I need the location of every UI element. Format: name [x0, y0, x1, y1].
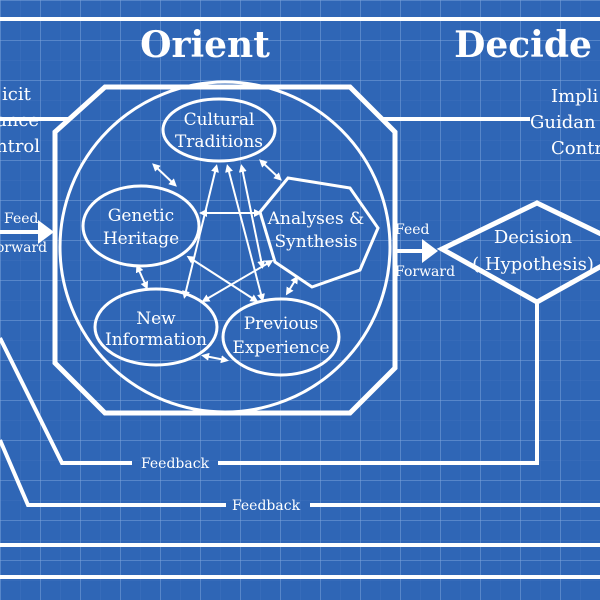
feed-forward-left-arrowhead [38, 220, 54, 244]
new-info-label-1: New [136, 309, 176, 329]
orient-octagon [52, 84, 398, 416]
arrow-newinfo-previous [201, 352, 229, 364]
right-input-line2: Guidan [530, 112, 596, 133]
arrow-analyses-previous [285, 275, 299, 296]
analyses-label-1: Analyses & [267, 209, 364, 229]
genetic-label-2: Heritage [103, 229, 179, 249]
decide-heading: Decide [454, 24, 592, 66]
right-input-line3: Contr [551, 138, 600, 159]
previous-label-1: Previous [244, 314, 319, 334]
feedback-2-line-left [0, 439, 226, 507]
node-cultural-traditions [161, 97, 277, 163]
arrow-cultural-center [238, 164, 266, 269]
cultural-label-1: Cultural [184, 110, 255, 130]
arrow-genetic-newinfo [135, 264, 149, 290]
left-input-line1: icit [2, 84, 32, 105]
decision-label-1: Decision [494, 227, 573, 248]
orient-inner-circle [58, 80, 392, 414]
feed-forward-right-label-1: Feed [395, 222, 430, 238]
feedback-2-label: Feedback [232, 498, 301, 514]
node-new-information [93, 287, 219, 367]
genetic-label-1: Genetic [108, 206, 174, 226]
orient-heading: Orient [140, 24, 270, 66]
left-input-line3: ntrol [0, 136, 40, 157]
analyses-label-2: Synthesis [275, 232, 358, 252]
arrow-analyses-newinfo [201, 259, 274, 303]
feed-forward-left-label-2: orward [0, 240, 47, 256]
feedback-1-line-left [0, 337, 132, 465]
feed-forward-right-label-2: Forward [395, 264, 455, 280]
node-previous-experience [221, 297, 341, 377]
decision-label-2: ( Hypothesis) [472, 254, 594, 275]
feed-forward-left-label-1: Feed [4, 211, 39, 227]
feed-forward-right-arrowhead [422, 239, 438, 263]
right-input-line1: Impli [551, 86, 598, 107]
previous-label-2: Experience [232, 338, 329, 358]
decision-diamond [436, 200, 600, 305]
feedback-1-line-right [218, 302, 539, 465]
cultural-label-2: Traditions [175, 132, 263, 152]
new-info-label-2: Information [105, 330, 207, 350]
interaction-arrows [135, 159, 299, 364]
arrow-cultural-genetic [152, 163, 177, 187]
feedback-1-label: Feedback [141, 456, 210, 472]
